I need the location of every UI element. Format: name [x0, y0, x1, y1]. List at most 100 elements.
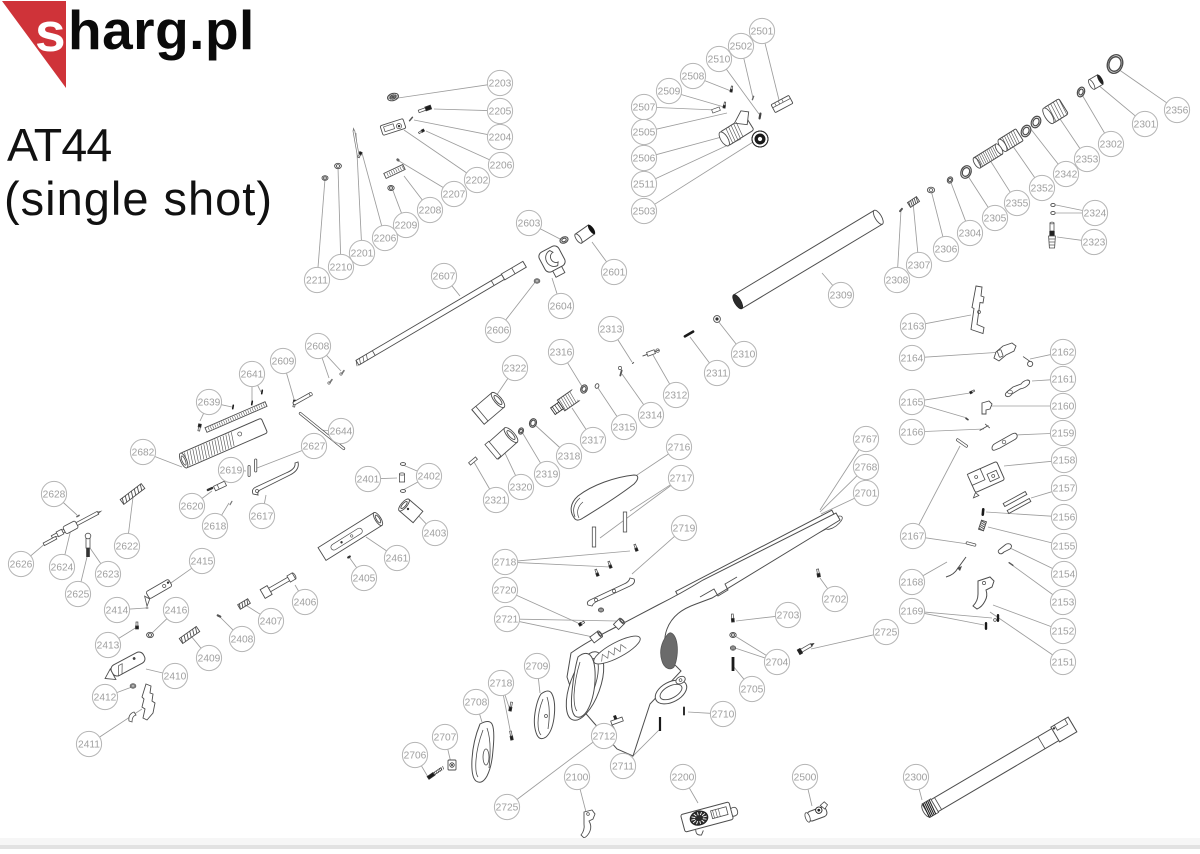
svg-text:2627: 2627 — [303, 442, 326, 453]
svg-text:2508: 2508 — [682, 72, 705, 83]
svg-text:2164: 2164 — [901, 354, 924, 365]
svg-text:2200: 2200 — [672, 773, 695, 784]
svg-text:2407: 2407 — [260, 617, 283, 628]
svg-text:2158: 2158 — [1053, 456, 1076, 467]
svg-text:2313: 2313 — [600, 325, 623, 336]
svg-text:2628: 2628 — [43, 490, 66, 501]
svg-text:2501: 2501 — [751, 27, 774, 38]
svg-text:2617: 2617 — [251, 512, 274, 523]
svg-text:2316: 2316 — [550, 348, 573, 359]
svg-text:2204: 2204 — [489, 133, 512, 144]
svg-text:2205: 2205 — [489, 107, 512, 118]
svg-text:2601: 2601 — [603, 268, 626, 279]
svg-text:2625: 2625 — [67, 590, 90, 601]
svg-text:2162: 2162 — [1052, 348, 1075, 359]
svg-text:2352: 2352 — [1031, 184, 1054, 195]
svg-text:2682: 2682 — [132, 448, 155, 459]
svg-text:2310: 2310 — [733, 350, 756, 361]
svg-text:2165: 2165 — [901, 398, 924, 409]
svg-text:2311: 2311 — [706, 369, 728, 380]
svg-text:2309: 2309 — [830, 291, 853, 302]
svg-text:2202: 2202 — [466, 176, 489, 187]
svg-text:2505: 2505 — [633, 128, 656, 139]
svg-text:2701: 2701 — [855, 489, 878, 500]
svg-text:2300: 2300 — [905, 773, 928, 784]
svg-text:2201: 2201 — [351, 249, 374, 260]
svg-text:2608: 2608 — [307, 342, 330, 353]
svg-text:2409: 2409 — [198, 654, 221, 665]
svg-text:2304: 2304 — [959, 229, 982, 240]
svg-text:2607: 2607 — [433, 272, 456, 283]
svg-text:2211: 2211 — [306, 276, 328, 287]
svg-text:2644: 2644 — [330, 427, 353, 438]
svg-text:2160: 2160 — [1052, 402, 1075, 413]
svg-text:2209: 2209 — [395, 221, 418, 232]
svg-text:2603: 2603 — [518, 219, 541, 230]
svg-text:2402: 2402 — [418, 472, 441, 483]
svg-text:2509: 2509 — [658, 87, 681, 98]
svg-text:2704: 2704 — [766, 658, 789, 669]
svg-text:2703: 2703 — [777, 611, 800, 622]
svg-text:2156: 2156 — [1053, 513, 1076, 524]
svg-text:2306: 2306 — [935, 245, 958, 256]
svg-text:2169: 2169 — [901, 607, 924, 618]
svg-text:2408: 2408 — [231, 635, 254, 646]
svg-text:2414: 2414 — [106, 606, 129, 617]
svg-text:2315: 2315 — [613, 423, 636, 434]
svg-text:2321: 2321 — [485, 496, 508, 507]
svg-text:2623: 2623 — [97, 570, 120, 581]
svg-text:2166: 2166 — [901, 428, 924, 439]
svg-text:2312: 2312 — [665, 391, 688, 402]
svg-text:2717: 2717 — [670, 474, 693, 485]
svg-text:2410: 2410 — [164, 672, 187, 683]
svg-text:2510: 2510 — [708, 55, 731, 66]
svg-text:2500: 2500 — [794, 773, 817, 784]
svg-text:2725: 2725 — [875, 628, 898, 639]
svg-text:2161: 2161 — [1052, 375, 1075, 386]
svg-text:2302: 2302 — [1100, 140, 1123, 151]
svg-text:2708: 2708 — [465, 698, 488, 709]
svg-text:2206: 2206 — [490, 161, 513, 172]
svg-text:2502: 2502 — [730, 42, 753, 53]
svg-text:2712: 2712 — [593, 732, 616, 743]
svg-text:2207: 2207 — [443, 190, 466, 201]
svg-text:2322: 2322 — [504, 364, 527, 375]
svg-text:2355: 2355 — [1006, 199, 1029, 210]
svg-text:2157: 2157 — [1053, 484, 1076, 495]
svg-text:2718: 2718 — [494, 558, 517, 569]
svg-text:2401: 2401 — [357, 475, 380, 486]
svg-text:2609: 2609 — [272, 357, 295, 368]
svg-text:2317: 2317 — [582, 436, 605, 447]
svg-text:2356: 2356 — [1166, 106, 1189, 117]
svg-text:2725: 2725 — [496, 803, 519, 814]
svg-text:2620: 2620 — [181, 502, 204, 513]
svg-text:2413: 2413 — [97, 641, 120, 652]
svg-text:2208: 2208 — [419, 206, 442, 217]
svg-text:2719: 2719 — [673, 524, 696, 535]
svg-text:2705: 2705 — [741, 685, 764, 696]
svg-text:harg.pl: harg.pl — [68, 0, 255, 61]
svg-text:2154: 2154 — [1053, 570, 1076, 581]
svg-text:2320: 2320 — [510, 483, 533, 494]
svg-text:2622: 2622 — [116, 542, 139, 553]
svg-text:2155: 2155 — [1053, 542, 1076, 553]
svg-text:2406: 2406 — [294, 598, 317, 609]
svg-text:2210: 2210 — [330, 263, 353, 274]
svg-text:2167: 2167 — [902, 532, 925, 543]
svg-text:2318: 2318 — [558, 452, 581, 463]
svg-text:(single shot): (single shot) — [4, 172, 273, 225]
svg-text:2206: 2206 — [374, 234, 397, 245]
svg-text:2711: 2711 — [612, 762, 634, 773]
svg-text:2721: 2721 — [496, 615, 519, 626]
svg-text:s: s — [35, 1, 66, 63]
svg-text:2100: 2100 — [566, 773, 589, 784]
svg-text:2604: 2604 — [550, 302, 573, 313]
svg-text:2507: 2507 — [633, 103, 656, 114]
svg-text:2307: 2307 — [908, 261, 931, 272]
svg-text:2314: 2314 — [640, 411, 663, 422]
svg-text:2720: 2720 — [494, 586, 517, 597]
svg-text:2319: 2319 — [536, 470, 559, 481]
svg-text:2503: 2503 — [633, 207, 656, 218]
svg-text:2151: 2151 — [1052, 658, 1075, 669]
svg-text:2411: 2411 — [78, 740, 100, 751]
